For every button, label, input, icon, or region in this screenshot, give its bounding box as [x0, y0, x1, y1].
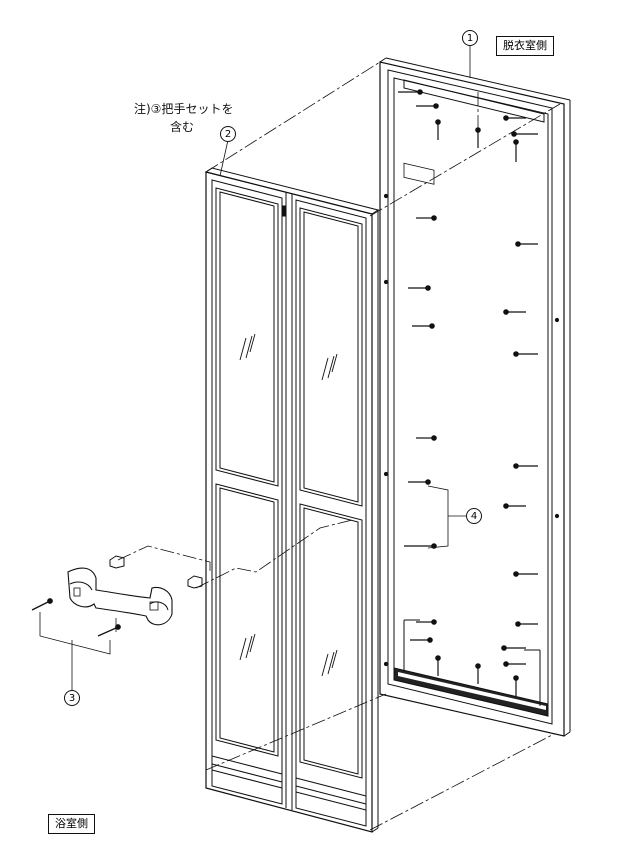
frame-screws — [398, 89, 538, 696]
door-frame — [379, 57, 571, 737]
note-line1: 注)③把手セットを — [134, 102, 234, 116]
callout-2: 2 — [220, 126, 236, 142]
callout-1: 1 — [462, 30, 478, 46]
note-line2: 含む — [170, 120, 195, 134]
callout-3: 3 — [64, 690, 80, 706]
dressing-room-label: 脱衣室側 — [496, 36, 554, 56]
handle-set — [31, 519, 353, 690]
bathroom-label: 浴室側 — [48, 814, 95, 834]
folding-door — [204, 167, 380, 833]
callout-4: 4 — [466, 508, 482, 524]
projection-lines — [205, 61, 561, 831]
callout-leaders — [219, 46, 471, 549]
